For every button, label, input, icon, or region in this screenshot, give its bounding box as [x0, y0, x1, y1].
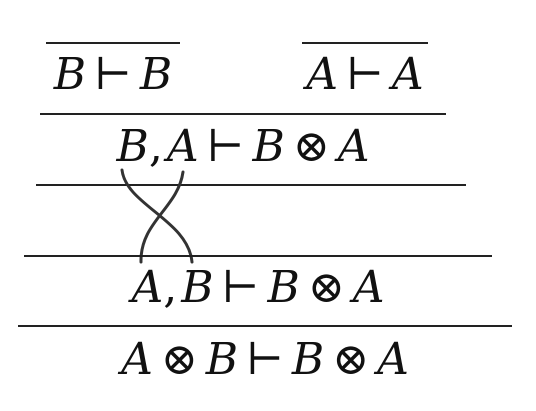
conclusion-sequent: A⊗B⊢B⊗A: [18, 335, 512, 385]
conclusion-l1: A: [121, 334, 153, 385]
conclusion-turnstile: ⊢: [246, 334, 284, 385]
step2-turnstile: ⊢: [221, 262, 260, 313]
step1-comma: ,: [148, 121, 163, 172]
step2-r1: B: [267, 262, 300, 313]
step2-r2: A: [352, 262, 385, 313]
step1-tensor: ⊗: [292, 121, 330, 172]
conclusion-r2: A: [377, 334, 409, 385]
axiom-left-turnstile: ⊢: [94, 49, 132, 100]
axiom-left-sequent: B⊢B: [46, 50, 180, 100]
braid-strand-a: [139, 170, 185, 264]
step2-sequent: A,B⊢B⊗A: [24, 263, 492, 313]
step1-r1: B: [252, 121, 285, 172]
conclusion-l2: B: [205, 334, 239, 385]
braid-strand-b: [120, 168, 194, 264]
axiom-left-rule: [46, 42, 180, 44]
step1-sequent: B,A⊢B⊗A: [40, 122, 446, 172]
step2-ctx2: B: [181, 262, 214, 313]
step1-r2: A: [337, 121, 370, 172]
step2-comma: ,: [163, 262, 178, 313]
step1-ctx1: B: [116, 121, 149, 172]
axiom-right-turnstile: ⊢: [346, 49, 384, 100]
step2-tensor: ⊗: [307, 262, 345, 313]
step1-turnstile: ⊢: [206, 121, 245, 172]
exchange-rule-bottom: [24, 255, 492, 257]
step2-ctx1: A: [131, 262, 164, 313]
axiom-right-sequent: A⊢A: [302, 50, 428, 100]
step1-ctx2: A: [166, 121, 199, 172]
axiom-left-lhs: B: [53, 49, 87, 100]
conclusion-r1: B: [291, 334, 325, 385]
axiom-left-rhs: B: [139, 49, 173, 100]
axiom-right-rule: [302, 42, 428, 44]
tensor-right-rule: [40, 113, 446, 115]
exchange-rule-top: [36, 184, 466, 186]
conclusion-tensor-left: ⊗: [160, 334, 198, 385]
axiom-right-rhs: A: [391, 49, 424, 100]
axiom-right-lhs: A: [306, 49, 339, 100]
tensor-left-rule: [18, 325, 512, 327]
conclusion-tensor-right: ⊗: [332, 334, 370, 385]
